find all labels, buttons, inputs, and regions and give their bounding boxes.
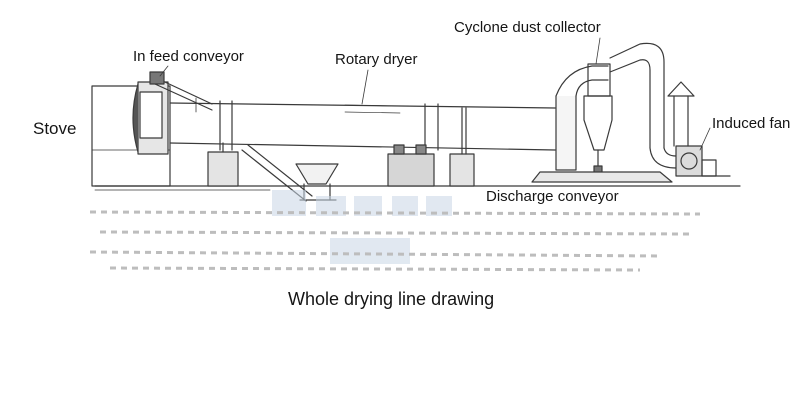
cyclone-dust-collector (531, 63, 673, 183)
label-in-feed-conveyor: In feed conveyor (133, 48, 244, 65)
label-stove: Stove (33, 119, 77, 138)
label-discharge-conveyor: Discharge conveyor (486, 188, 619, 205)
stove-unit (91, 81, 171, 187)
rotary-dryer-drum (169, 100, 556, 151)
label-cyclone-dust-collector: Cyclone dust collector (454, 19, 601, 36)
induced-fan (667, 81, 731, 177)
faded-scan-text (89, 210, 701, 272)
fan-duct (609, 42, 677, 169)
dryer-supports (207, 107, 475, 187)
ground-line (94, 185, 741, 191)
label-rotary-dryer: Rotary dryer (335, 51, 418, 68)
figure-caption: Whole drying line drawing (288, 289, 495, 309)
label-pointers (159, 37, 711, 151)
label-induced-fan: Induced fan (712, 115, 791, 132)
in-feed-conveyor (149, 71, 213, 113)
